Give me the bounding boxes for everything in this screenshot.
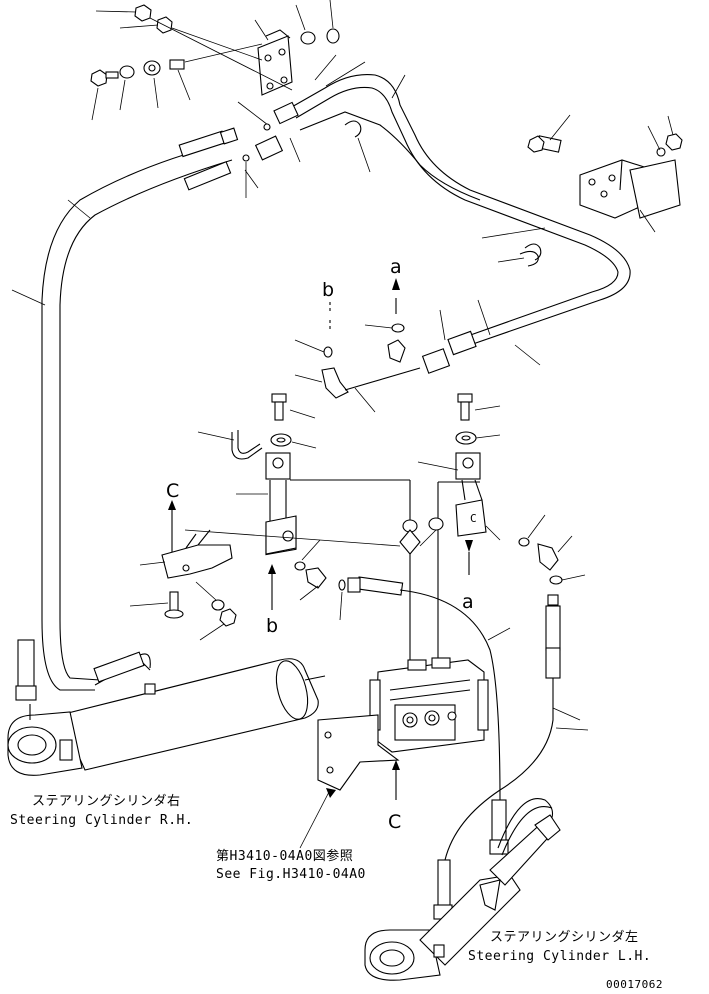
see-figure-label-jp: 第H3410-04A0図参照 [216, 848, 353, 864]
see-figure-label-en: See Fig.H3410-04A0 [216, 867, 366, 882]
right-valve-block [439, 114, 683, 366]
steering-cylinder-lh-label-jp: ステアリングシリンダ左 [490, 930, 639, 945]
callout-a-top: a [390, 256, 402, 278]
middle-fittings: a b [294, 256, 421, 413]
svg-text:C: C [470, 512, 477, 525]
left-bolt-stack [197, 393, 411, 670]
connection-markers [184, 517, 444, 555]
steering-valve: C [299, 657, 489, 849]
steering-cylinder-rh-label-en: Steering Cylinder R.H. [10, 813, 193, 828]
steering-cylinder-lh-label-en: Steering Cylinder L.H. [468, 949, 651, 964]
callout-a-bottom: a [462, 591, 474, 613]
callout-c-bottom: C [388, 811, 401, 833]
right-bolt-stack: C a [417, 393, 586, 670]
hose-rh-upper [11, 127, 259, 691]
callout-b-bottom: b [266, 615, 278, 637]
callout-b-top: b [322, 279, 334, 301]
upper-tube-assembly [254, 73, 631, 374]
steering-cylinder-rh [7, 639, 326, 776]
hose-valve-left [93, 651, 151, 686]
left-bracket: C b [129, 480, 404, 641]
tube-bracket-top [257, 29, 293, 96]
top-left-fasteners [90, 0, 406, 173]
steering-cylinder-lh [364, 798, 561, 981]
callout-c-left: C [166, 480, 179, 502]
steering-cylinder-rh-label-jp: ステアリングシリンダ右 [32, 794, 181, 809]
drawing-number: 00017062 [606, 978, 663, 991]
